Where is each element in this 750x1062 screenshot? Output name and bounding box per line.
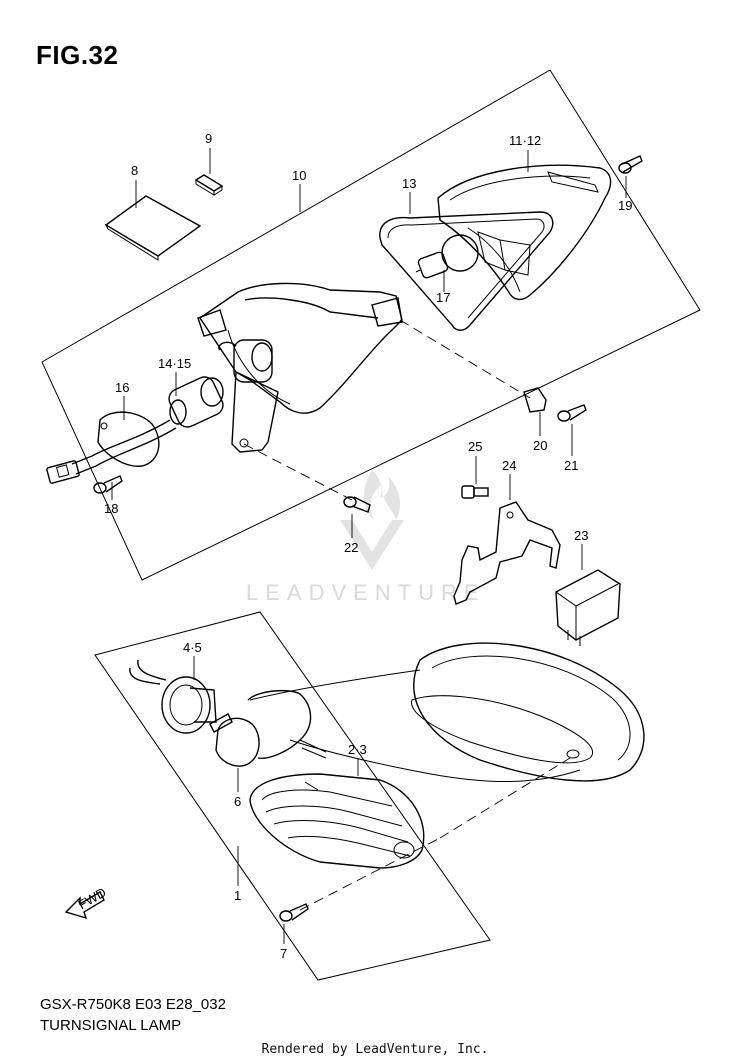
callout-18: 18 bbox=[104, 501, 118, 516]
part-8-sticker bbox=[104, 195, 202, 261]
part-9-block bbox=[194, 174, 224, 196]
callout-22: 22 bbox=[344, 540, 358, 555]
callout-10: 10 bbox=[292, 168, 306, 183]
part-14-15-socket bbox=[168, 376, 224, 428]
callout-11-12: 11·12 bbox=[509, 133, 541, 148]
part-7-screw bbox=[279, 903, 309, 922]
callout-leader-lines bbox=[111, 148, 627, 944]
callout-9: 9 bbox=[205, 131, 212, 146]
figure-title: FIG.32 bbox=[36, 40, 119, 70]
callout-6: 6 bbox=[234, 794, 241, 809]
part-2-3-front-lens bbox=[249, 773, 425, 869]
callout-8: 8 bbox=[131, 163, 138, 178]
part-18-screw bbox=[93, 475, 123, 494]
callout-17: 17 bbox=[436, 290, 450, 305]
fwd-label: FWD bbox=[76, 885, 109, 913]
rendered-by-footer: Rendered by LeadVenture, Inc. bbox=[261, 1042, 489, 1057]
part-4-5-socket bbox=[129, 659, 217, 734]
callout-25: 25 bbox=[468, 439, 482, 454]
part-24-bracket bbox=[453, 501, 561, 605]
callout-13: 13 bbox=[402, 176, 416, 191]
leadventure-watermark: LEADVENTURE bbox=[246, 470, 486, 605]
part-13-gasket bbox=[379, 211, 554, 331]
part-23-relay bbox=[555, 569, 621, 646]
fwd-arrow-icon: FWD bbox=[64, 885, 109, 920]
callout-23: 23 bbox=[574, 528, 588, 543]
assembly-guide-lines bbox=[243, 319, 571, 911]
callout-19: 19 bbox=[618, 198, 632, 213]
part-11-12-rear-lens bbox=[437, 164, 612, 301]
callout-labels: 8 9 10 11·12 13 19 14·15 16 17 18 20 21 … bbox=[104, 131, 632, 961]
callout-16: 16 bbox=[115, 380, 129, 395]
callout-7: 7 bbox=[280, 946, 287, 961]
callout-4-5: 4·5 bbox=[183, 640, 202, 655]
part-10-housing bbox=[197, 282, 403, 453]
mirror-assembly bbox=[249, 642, 645, 783]
front-signal-body bbox=[247, 689, 327, 759]
part-21-screw bbox=[557, 404, 587, 422]
diagram-name-caption: TURNSIGNAL LAMP bbox=[40, 1017, 182, 1034]
part-19-screw bbox=[618, 155, 643, 174]
callout-14-15: 14·15 bbox=[158, 356, 191, 371]
callout-24: 24 bbox=[502, 458, 516, 473]
part-17-bulb bbox=[415, 234, 479, 279]
front-turnsignal-assembly-frame bbox=[94, 611, 491, 981]
part-25-bolt bbox=[461, 485, 489, 499]
part-6-bulb bbox=[209, 713, 260, 767]
callout-1: 1 bbox=[234, 888, 241, 903]
part-22-screw bbox=[343, 496, 371, 513]
callout-21: 21 bbox=[564, 458, 578, 473]
callout-2-3: 2·3 bbox=[348, 742, 367, 757]
model-code-caption: GSX-R750K8 E03 E28_032 bbox=[40, 996, 226, 1013]
rear-turnsignal-assembly-frame bbox=[41, 69, 701, 581]
callout-20: 20 bbox=[533, 438, 547, 453]
part-16-wiring-harness bbox=[46, 411, 177, 484]
watermark-text: LEADVENTURE bbox=[246, 580, 486, 605]
part-20-clip-nut bbox=[523, 387, 547, 413]
